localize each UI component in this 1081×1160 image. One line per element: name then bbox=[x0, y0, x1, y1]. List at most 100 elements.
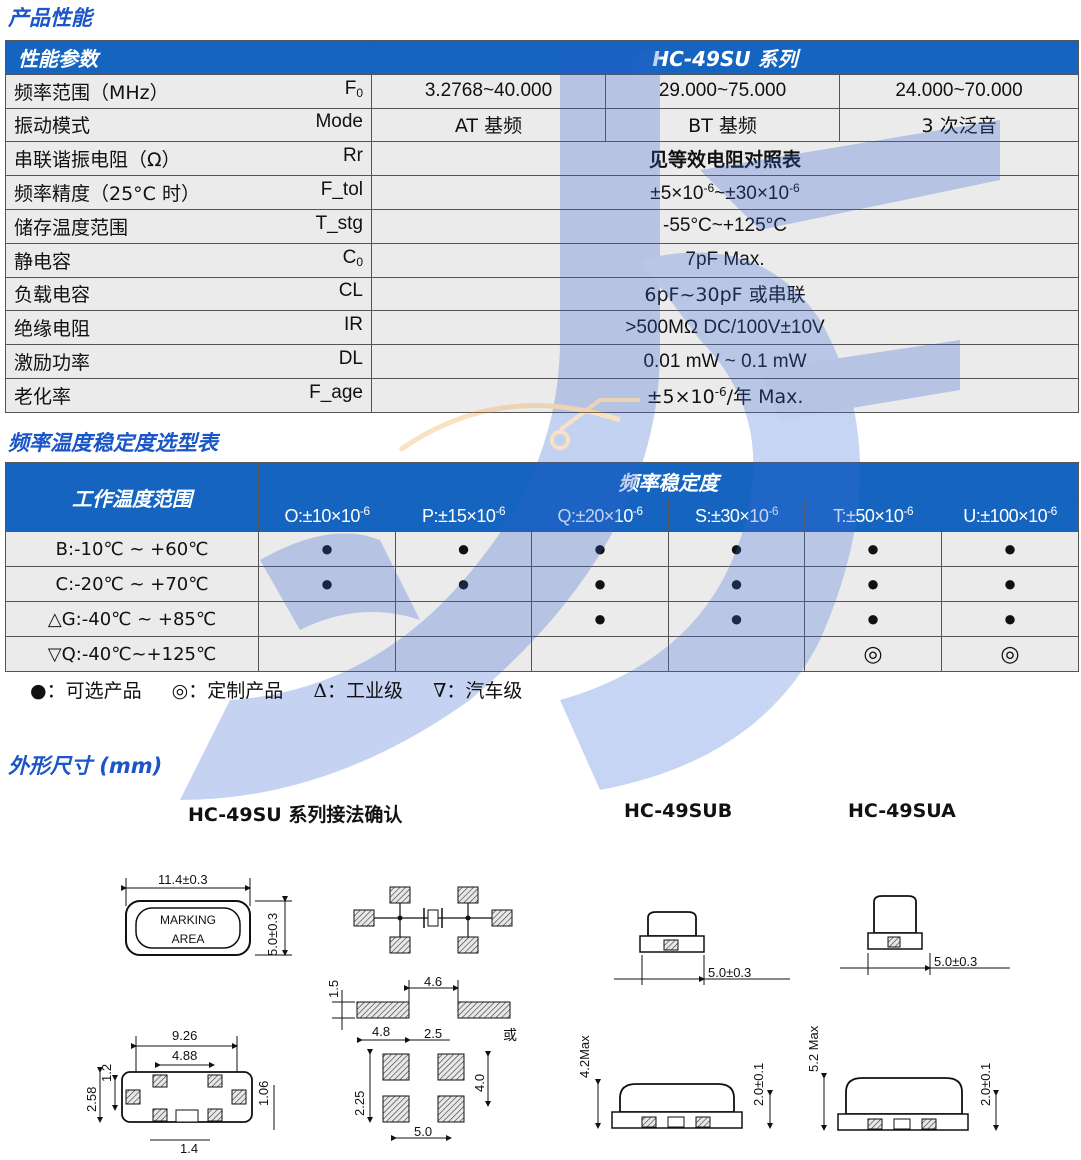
drawing-title-sua: HC-49SUA bbox=[848, 800, 956, 822]
mark-cell: ● bbox=[531, 531, 669, 567]
dim-106-label: 1.06 bbox=[256, 1081, 271, 1106]
col-label: P:±15×10 bbox=[421, 506, 496, 526]
drawing-title-su: HC-49SU 系列接法确认 bbox=[188, 804, 403, 826]
mark-cell: ● bbox=[668, 601, 805, 637]
value-exp: -6 bbox=[789, 180, 800, 195]
legend-item: Δ：工业级 bbox=[313, 680, 403, 702]
dim-12-label: 1.2 bbox=[99, 1064, 114, 1082]
stab-col-header: T:±50×10-6 bbox=[804, 499, 942, 532]
value-part: ±5×10 bbox=[646, 385, 715, 408]
symbol-text: C bbox=[342, 246, 357, 268]
dim-488-label: 4.88 bbox=[172, 1048, 197, 1063]
pad bbox=[887, 936, 901, 948]
pad bbox=[389, 936, 411, 954]
legend-item: ∇：汽车级 bbox=[433, 680, 522, 702]
param-name: 频率精度（25°C 时） bbox=[14, 183, 200, 206]
symbol-text: F bbox=[344, 77, 357, 99]
param-symbol: C0 bbox=[343, 247, 363, 269]
param-name: 负载电容 bbox=[14, 284, 91, 307]
col-label: O:±10×10 bbox=[284, 506, 360, 526]
temp-range-cell: △G:-40℃ ~ +85℃ bbox=[5, 601, 259, 637]
pad bbox=[921, 1118, 937, 1130]
marking-outline bbox=[135, 907, 241, 949]
mark-cell bbox=[395, 636, 532, 672]
pad bbox=[389, 886, 411, 904]
col-label: S:±30×10 bbox=[694, 506, 769, 526]
marking-text: MARKING bbox=[160, 913, 216, 927]
table-row: 频率范围（MHz）F0 3.2768~40.000 29.000~75.000 … bbox=[5, 73, 1080, 109]
legend-item: ◎：定制产品 bbox=[172, 680, 284, 702]
pad bbox=[207, 1108, 223, 1122]
legend-symbol: ∇ bbox=[433, 680, 447, 702]
pad bbox=[867, 1118, 883, 1130]
sua-side-body bbox=[845, 1077, 963, 1115]
param-symbol: Rr bbox=[342, 145, 363, 167]
section-title-dimensions: 外形尺寸 (mm) bbox=[8, 754, 163, 778]
value-cell: -55°C~+125°C bbox=[370, 208, 1080, 244]
pad bbox=[663, 939, 679, 951]
param-symbol: IR bbox=[344, 314, 363, 336]
temp-range-cell: C:-20℃ ~ +70℃ bbox=[5, 566, 259, 602]
legend-text: ：定制产品 bbox=[188, 680, 284, 702]
pad bbox=[231, 1089, 247, 1105]
table-row: ▽Q:-40℃~+125℃ ◎ ◎ bbox=[5, 636, 1080, 672]
dim-sua-w-label: 5.0±0.3 bbox=[934, 954, 977, 969]
legend-item: ●：可选产品 bbox=[30, 680, 142, 702]
table-row: 频率精度（25°C 时）F_tol ±5×10-6~±30×10-6 bbox=[5, 175, 1080, 210]
dim-length-label: 11.4±0.3 bbox=[158, 872, 208, 887]
stab-col-header: P:±15×10-6 bbox=[395, 499, 532, 532]
pad bbox=[152, 1074, 168, 1088]
land-pattern-4pad: 4.8 2.5 2.25 4.0 5.0 bbox=[352, 1024, 491, 1141]
dim-sua-h-label: 5.2 Max bbox=[806, 1025, 821, 1072]
dim-50-label: 5.0 bbox=[414, 1124, 432, 1139]
table-row: B:-10℃ ~ +60℃ ● ● ● ● ● ● bbox=[5, 531, 1080, 567]
value-cell: 7pF Max. bbox=[370, 242, 1080, 278]
hc49sub-drawing: 5.0±0.3 4.2Max 2.0±0.1 bbox=[577, 911, 790, 1129]
temp-range-cell: B:-10℃ ~ +60℃ bbox=[5, 531, 259, 567]
pad bbox=[437, 1053, 465, 1081]
marking-text: AREA bbox=[172, 932, 205, 946]
pad bbox=[893, 1118, 911, 1130]
col-label: U:±100×10 bbox=[963, 506, 1048, 526]
sub-side-body bbox=[619, 1083, 735, 1113]
col-exp: -6 bbox=[903, 504, 914, 518]
dimension-drawings: 11.4±0.3 MARKING AREA 5.0±0.3 9.26 4.88 … bbox=[84, 872, 1010, 1156]
stab-col-header: S:±30×10-6 bbox=[668, 499, 805, 532]
value-part: ±5×10 bbox=[650, 182, 704, 204]
section-title-stability: 频率温度稳定度选型表 bbox=[8, 431, 218, 455]
col-exp: -6 bbox=[359, 504, 370, 518]
mark-cell bbox=[668, 636, 805, 672]
sua-body-top bbox=[873, 895, 917, 934]
mark-cell: ● bbox=[804, 566, 942, 602]
mark-cell: ● bbox=[258, 531, 396, 567]
pad bbox=[457, 936, 479, 954]
value-cell: >500MΩ DC/100V±10V bbox=[370, 310, 1080, 346]
mark-cell bbox=[258, 601, 396, 637]
pad bbox=[695, 1116, 711, 1128]
dim-sub-h-label: 4.2Max bbox=[577, 1035, 592, 1078]
dim-258-label: 2.58 bbox=[84, 1087, 99, 1112]
stab-col-header: O:±10×10-6 bbox=[258, 499, 396, 532]
table-row: C:-20℃ ~ +70℃ ● ● ● ● ● ● bbox=[5, 566, 1080, 602]
pad bbox=[457, 1001, 511, 1019]
symbol-sub: 0 bbox=[356, 254, 363, 269]
value-cell: ±5×10-6~±30×10-6 bbox=[370, 175, 1080, 210]
value-cell: AT 基频 bbox=[371, 107, 606, 143]
perf-header-left: 性能参数 bbox=[5, 40, 372, 75]
table-row: 串联谐振电阻（Ω）Rr 见等效电阻对照表 bbox=[5, 141, 1080, 177]
mark-cell: ● bbox=[940, 566, 1080, 602]
value-cell: 29.000~75.000 bbox=[605, 73, 840, 109]
mark-cell bbox=[258, 636, 396, 672]
param-name: 频率范围（MHz） bbox=[14, 81, 169, 104]
mark-cell: ● bbox=[531, 601, 669, 637]
dim-40-label: 4.0 bbox=[472, 1074, 487, 1092]
param-name: 储存温度范围 bbox=[14, 216, 129, 239]
mark-cell: ● bbox=[668, 531, 805, 567]
pad bbox=[457, 886, 479, 904]
param-cell: 频率范围（MHz）F0 bbox=[5, 73, 372, 109]
